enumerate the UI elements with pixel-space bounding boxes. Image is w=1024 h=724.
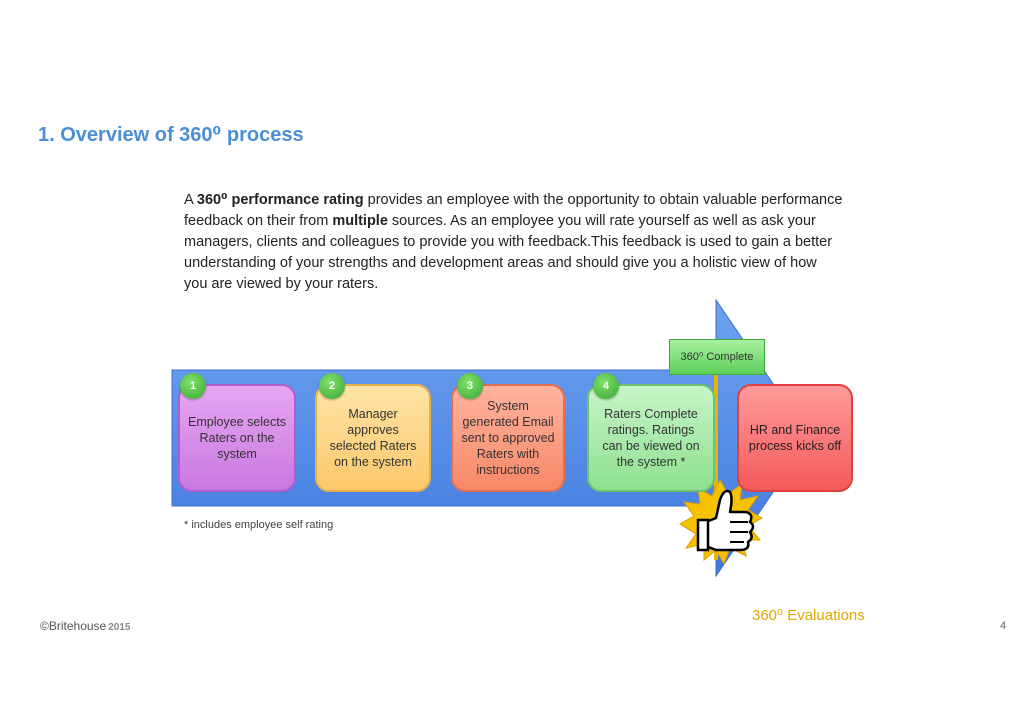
intro-part3: sources. As an employee you will rate yo… xyxy=(184,213,833,292)
step-raters-complete: Raters Complete ratings. Ratings can be … xyxy=(587,384,715,492)
footnote: * includes employee self rating xyxy=(184,519,334,531)
step-manager-approves: Manager approves selected Raters on the … xyxy=(315,384,431,492)
intro-prefix: A xyxy=(184,192,197,208)
step-employee-selects-raters: Employee selects Raters on the system xyxy=(178,384,296,492)
intro-bold-multiple: multiple xyxy=(332,213,388,229)
intro-bold-term: 360⁰ performance rating xyxy=(196,192,364,208)
milestone-360-complete: 360⁰ Complete xyxy=(669,339,765,375)
step-4-badge: 4 xyxy=(593,373,619,399)
step-1-badge: 1 xyxy=(180,373,206,399)
slide-title: 1. Overview of 360⁰ process xyxy=(38,124,304,146)
intro-paragraph: A 360⁰ performance rating provides an em… xyxy=(184,190,844,295)
step-3-badge: 3 xyxy=(457,373,483,399)
step-hr-finance: HR and Finance process kicks off xyxy=(737,384,853,492)
thumbs-up-icon xyxy=(679,478,764,566)
evaluations-label: 360⁰ Evaluations xyxy=(752,607,865,624)
page-number: 4 xyxy=(1000,620,1007,632)
step-system-email: System generated Email sent to approved … xyxy=(451,384,565,492)
intro-part2: provides an employee with the opportunit… xyxy=(184,192,843,229)
brand-name: ©Britehouse xyxy=(40,619,107,633)
step-2-badge: 2 xyxy=(319,373,345,399)
brand-year: 2015 xyxy=(108,622,131,633)
